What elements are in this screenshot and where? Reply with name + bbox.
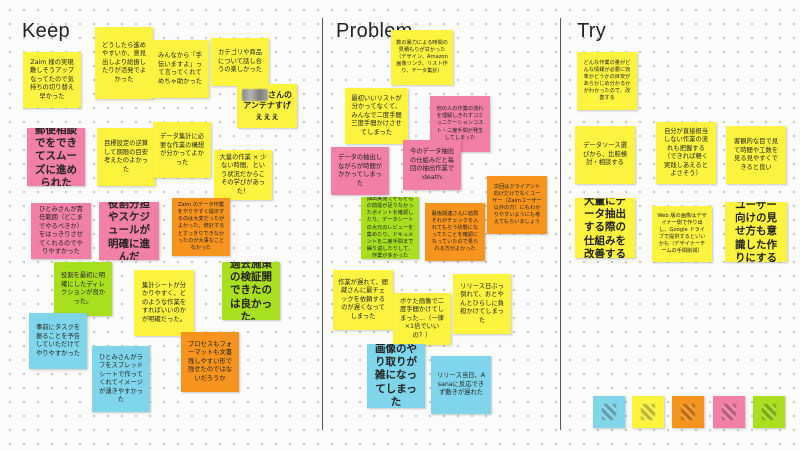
sticky-note[interactable]: 最初いいリストが分かってなくて、みんなで二度手間三度手間かけさせてしまった [345, 88, 408, 144]
sticky-note[interactable]: ボケた画像で二度手間かけてしまった…（一律×1倍でいいの？） [393, 293, 451, 345]
note-text: Zaim 様の実現難しそうアップなってたので気持ちの切り替え早かった [29, 58, 75, 100]
new-note-green[interactable] [753, 396, 785, 428]
note-text: 画像のやり取りが雑になってしまった [375, 344, 417, 408]
sticky-note[interactable]: プロセスもフォーマットも文書残しやすい形で残せたのではないだろうか [181, 332, 239, 392]
avatar-icon [762, 404, 776, 420]
note-text: 役割分担やスケジュールが明確に進んだ [108, 202, 150, 260]
note-text: さんのアンテナすげぇぇぇ [243, 90, 292, 122]
note-text: リリース当日、Asanaに反応できず動きが遅れた [436, 372, 486, 397]
note-text: Zaim のデータ作業をやりやすく提示するのは大変だったがよかった。統計するとす… [177, 202, 225, 251]
avatar-icon [722, 404, 736, 420]
note-text: 抽出実施でそもそもの前提が足りなかったポイントを確認したり、データシートの大元の… [366, 197, 414, 259]
sticky-note[interactable]: Web 版の画像はデザイナー側で作り出し、Google ドライブで提供するといい… [652, 206, 712, 262]
sticky-note[interactable]: カテゴリや商品について話し合うの楽しかった [211, 38, 269, 86]
sticky-note[interactable]: 事前にタスクを振ることを予告していただけてやりやすかった [29, 313, 87, 369]
avatar-icon [681, 404, 695, 420]
sticky-note[interactable]: どんな作業の量がどんな情報が必要に効率かどうかの目安があらかじめ分かるかがわかっ… [577, 52, 637, 110]
redacted-name [242, 89, 268, 102]
note-text: 大量の作業 × 少ない時間、という状況だからこその学びがあった！ [219, 153, 267, 195]
sticky-note[interactable]: データソース選びから、比較検討・相談する [575, 126, 635, 184]
note-text: カテゴリや商品について話し合うの楽しかった [217, 49, 263, 74]
sticky-note[interactable]: 自分が直接担当しない作業の流れも把握する（できれば軽く実践しあえるとよさそう） [656, 122, 716, 184]
note-text: 今のデータ抽出の仕組みだと毎回の抽出作業で :death: [409, 148, 455, 181]
column-title-keep: Keep [22, 20, 70, 42]
sticky-note[interactable]: 大量の作業 × 少ない時間、という状況だからこその学びがあった！ [214, 150, 272, 200]
sticky-note[interactable]: 次回はクライアント向けだけでなくユーザー（Zaimユーザー以外の方）にもわかりや… [487, 176, 547, 234]
note-text: Web 版の画像はデザイナー側で作り出し、Google ドライブで提供するといい… [657, 212, 707, 255]
sticky-note[interactable]: Zaim 様の実現難しそうアップなってたので気持ちの切り替え早かった [23, 52, 81, 108]
note-text: 役割を最初に明確にしたディレクションが良かった。 [60, 272, 106, 305]
new-note-pink[interactable] [713, 396, 745, 428]
note-text: 客観的な目で見て時間や工数を見る見やすくできると良い [733, 138, 779, 171]
note-text: 作業が遅れて、間蔵さんに最チェックを依頼するのが遅くなってしまった [338, 278, 388, 320]
note-text: 目標設定の逆算して期限の目安考えたのよかった [103, 140, 149, 173]
sticky-note[interactable]: 数の暴力による時間の見積もりが甘かった（デザイン、Amazon画像リンク、リスト… [391, 30, 453, 85]
sticky-note[interactable]: ひとみさんがラフをスプレッドシートで作ってくれてイメージが湧きやすかった [92, 346, 150, 412]
sticky-note[interactable]: 役割分担やスケジュールが明確に進んだ [99, 202, 159, 260]
note-text: 事前にタスクを振ることを予告していただけてやりやすかった [35, 324, 81, 357]
sticky-note[interactable]: 今のデータ抽出の仕組みだと毎回の抽出作業で :death: [403, 140, 461, 190]
sticky-note[interactable]: 役割を最初に明確にしたディレクションが良かった。 [54, 262, 112, 316]
note-text: 次回はクライアント向けだけでなくユーザー（Zaimユーザー以外の方）にもわかりや… [492, 183, 542, 226]
sticky-note[interactable]: さんのアンテナすげぇぇぇ [237, 84, 297, 128]
note-text: 最後関連さんに結局それがチェックを入れてもらう状態になってたことを確認になってい… [431, 210, 479, 253]
note-text: プロセスもフォーマットも文書残しやすい形で残せたのではないだろうか [187, 340, 233, 382]
note-text: リリース日ぶっ倒れて、おとやんとひらしに負担かけてしまった [459, 282, 505, 324]
sticky-note[interactable]: 客観的な目で見て時間や工数を見る見やすくできると良い [726, 126, 786, 184]
new-note-blue[interactable] [593, 396, 625, 428]
column-divider-1 [322, 18, 323, 430]
sticky-note[interactable]: 作業が遅れて、間蔵さんに最チェックを依頼するのが遅くなってしまった [333, 270, 393, 330]
note-text: データ集計に必要な作業の構想が分かってよかった [159, 133, 205, 166]
note-text: 自分が直接担当しない作業の流れも把握する（できれば軽く実践しあえるとよさそう） [663, 127, 709, 178]
note-text: ボケた画像で二度手間かけてしまった…（一律×1倍でいいの？） [399, 297, 445, 339]
sticky-note[interactable]: 画像のやり取りが雑になってしまった [367, 344, 425, 408]
note-text: データの抽出しながらが時間がかかってしまった [337, 154, 383, 187]
sticky-note[interactable]: ひとみさんが責任範囲（どこまでやるべきか）をはっきりさせてくれるのでやりやすかっ… [31, 203, 91, 259]
sticky-note[interactable]: 抽出実施でそもそもの前提が足りなかったポイントを確認したり、データシートの大元の… [361, 197, 419, 259]
sticky-note[interactable]: Zaim のデータ作業をやりやすく提示するのは大変だったがよかった。統計するとす… [172, 198, 230, 256]
note-text: 他の人の作業の流れを理解しきれずコミュニケーションコスト・二度手間が発生してしま… [436, 106, 484, 141]
note-text: データソース選びから、比較検討・相談する [582, 142, 628, 167]
note-text: 数の暴力による時間の見積もりが甘かった（デザイン、Amazon画像リンク、リスト… [396, 39, 448, 75]
note-text: ユーザー向けの見せ方も意識した作りにする [734, 202, 778, 262]
sticky-note[interactable]: 最後関連さんに結局それがチェックを入れてもらう状態になってたことを確認になってい… [425, 203, 485, 261]
sticky-note[interactable]: 目標設定の逆算して期限の目安考えたのよかった [97, 128, 155, 186]
avatar-icon [602, 404, 616, 420]
note-text: ひとみさんがラフをスプレッドシートで作ってくれてイメージが湧きやすかった [98, 353, 144, 404]
note-text: 集計シートが分かりやすく、どのような作業をすればいいのかが明確だった。 [141, 281, 187, 323]
sticky-note[interactable]: 集計シートが分かりやすく、どのような作業をすればいいのかが明確だった。 [134, 270, 194, 336]
note-text: みんなから「手伝いますよ」って言ってくれてめちゃ助かった [157, 52, 203, 85]
sticky-note[interactable]: 過去施策の検証開できたのは良かった。 [222, 262, 280, 320]
new-note-yellow[interactable] [632, 396, 664, 428]
column-title-try: Try [577, 20, 607, 42]
note-text: 過去施策の検証開できたのは良かった。 [230, 262, 272, 320]
column-divider-2 [560, 18, 561, 430]
sticky-note[interactable]: 大量にデータ抽出する際の仕組みを改善する [575, 198, 635, 258]
sticky-note[interactable]: リリース日ぶっ倒れて、おとやんとひらしに負担かけてしまった [453, 274, 511, 334]
sticky-note[interactable]: どうしたら進めやすいか、意見出しより総振したりが活発でよかった [95, 27, 153, 99]
note-text: 大量にデータ抽出する際の仕組みを改善する [584, 198, 626, 258]
note-text: どうしたら進めやすいか、意見出しより総振したりが活発でよかった [101, 41, 147, 83]
avatar-icon [641, 404, 655, 420]
sticky-note[interactable]: データの抽出しながらが時間がかかってしまった [331, 147, 389, 195]
sticky-note[interactable]: データ集計に必要な作業の構想が分かってよかった [153, 122, 211, 178]
sticky-note[interactable]: 郵便相談でをできてスムーズに進められた [27, 128, 85, 186]
note-text: 郵便相談でをできてスムーズに進められた [35, 128, 77, 186]
sticky-note[interactable]: リリース当日、Asanaに反応できず動きが遅れた [431, 356, 491, 414]
sticky-note[interactable]: みんなから「手伝いますよ」って言ってくれてめちゃ助かった [151, 40, 209, 98]
note-text: 最初いいリストが分かってなくて、みんなで二度手間三度手間かけさせてしまった [351, 94, 402, 136]
sticky-note[interactable]: ユーザー向けの見せ方も意識した作りにする [725, 202, 787, 262]
note-text: ひとみさんが責任範囲（どこまでやるべきか）をはっきりさせてくれるのでやりやすかっ… [38, 205, 84, 256]
new-note-orange[interactable] [672, 396, 704, 428]
note-text: どんな作業の量がどんな情報が必要に効率かどうかの目安があらかじめ分かるかがわかっ… [583, 59, 631, 102]
